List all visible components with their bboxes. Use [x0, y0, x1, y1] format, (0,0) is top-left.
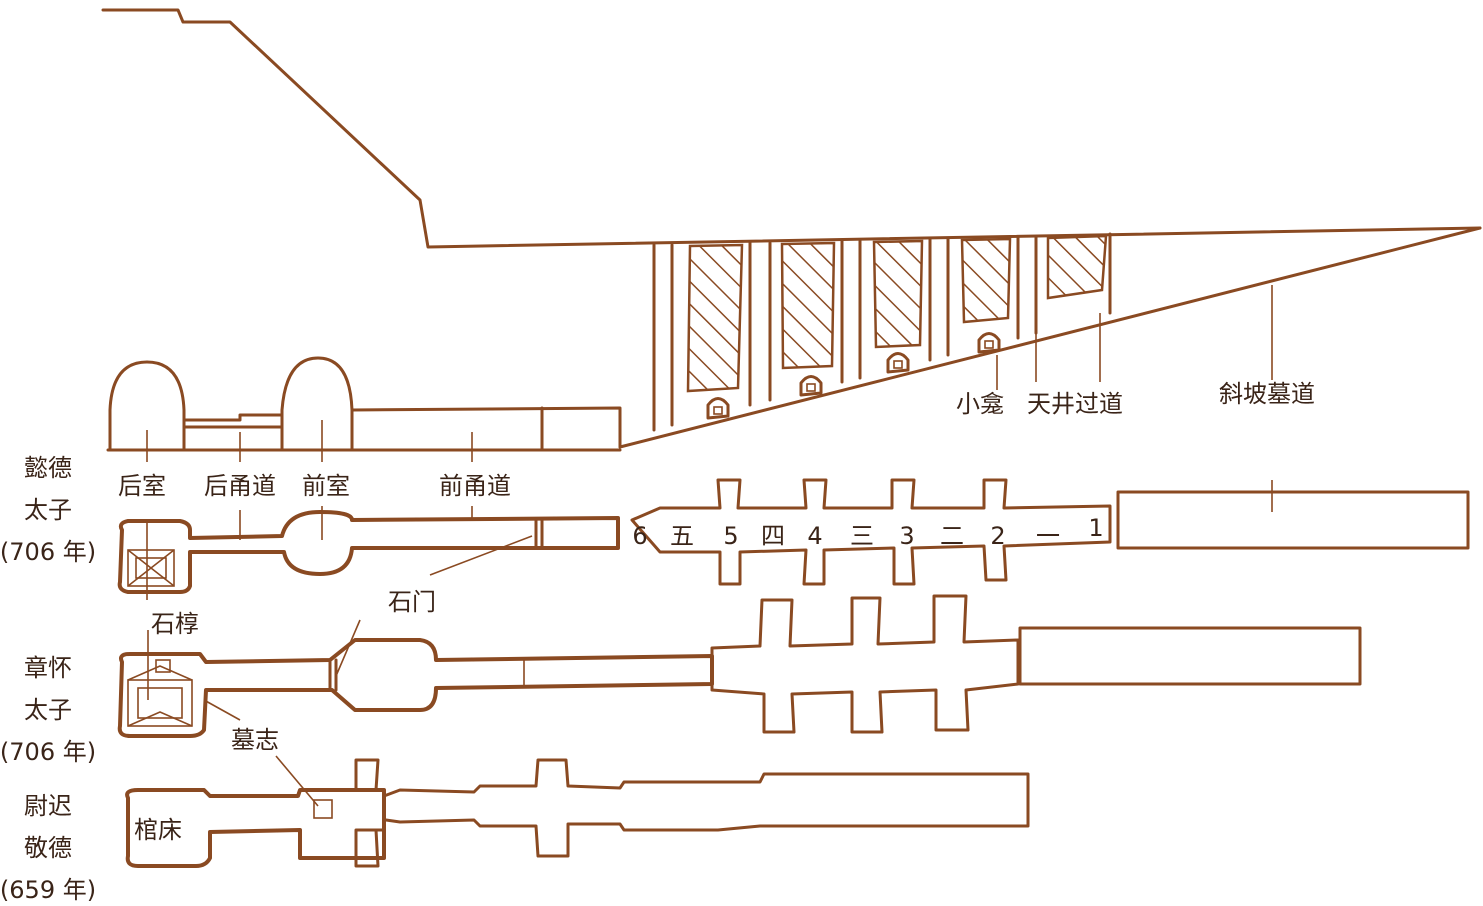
passage-numeral-3: 三: [850, 522, 874, 550]
shaft-passage-label: 天井过道: [1027, 390, 1123, 418]
plan3-passages: [354, 758, 386, 868]
rear-corridor-label: 后甬道: [204, 472, 276, 500]
plan-yide: [117, 478, 1470, 600]
epitaph-2: [155, 659, 171, 673]
section-view: 小龛 天井过道 斜坡墓道: [101, 8, 1482, 462]
floor-slope: [618, 226, 1482, 449]
front-corridor-label: 前甬道: [439, 472, 511, 500]
tomb-1-name-line1: 懿德: [24, 454, 72, 482]
niche-icons: [706, 332, 1001, 420]
tomb-3-name-line2: 敬德: [24, 834, 72, 862]
stone-door-label: 石门: [388, 588, 436, 616]
shaft-number-6: 6: [632, 522, 647, 550]
tomb-2-year: (706 年): [0, 738, 96, 766]
plan1-numbers: 6 五 5 四 4 三 3 二 2 一 1: [632, 514, 1103, 550]
shaft-number-5: 5: [723, 522, 738, 550]
sarcophagus-2: [127, 679, 193, 727]
plan-yuchi: [125, 699, 1030, 868]
tomb-names: 懿德 太子 (706 年) 章怀 太子 (706 年) 尉迟 敬德 (659 年…: [0, 454, 96, 904]
epitaph-3: [313, 799, 333, 819]
coffin-bed-label: 棺床: [134, 816, 182, 844]
passage-numeral-5: 五: [670, 522, 694, 550]
plan2-ramp: [1018, 626, 1362, 686]
sarcophagus-1: [127, 549, 175, 587]
tomb-2-name-line2: 太子: [24, 696, 72, 724]
tomb-1-name-line2: 太子: [24, 496, 72, 524]
niche-label: 小龛: [956, 390, 1004, 418]
section-leaders: [146, 285, 1273, 462]
passage-numeral-1: 一: [1036, 522, 1060, 550]
plan-zhanghuai: [117, 594, 1362, 738]
plan2-passages: [710, 594, 1020, 734]
shaft-number-3: 3: [899, 522, 914, 550]
plan2-outline: [117, 638, 714, 738]
shaft-walls: [652, 232, 1112, 432]
shaft-fills: [686, 234, 1108, 393]
front-corridor-section: [350, 406, 622, 449]
front-chamber-section: [280, 356, 354, 452]
epitaph-label: 墓志: [231, 726, 279, 754]
rear-chamber-label: 后室: [118, 472, 166, 500]
plan3-corridor: [382, 758, 1030, 858]
plan3-outline: [125, 788, 386, 868]
plan1-passages: [630, 478, 1112, 586]
shaft-number-4: 4: [807, 522, 822, 550]
passage-numeral-4: 四: [761, 522, 785, 550]
shaft-number-1: 1: [1088, 514, 1103, 542]
shaft-number-2: 2: [990, 522, 1005, 550]
tomb-1-year: (706 年): [0, 538, 96, 566]
plan-labels: 石门 石椁 墓志 棺床: [134, 588, 436, 844]
tomb-3-year: (659 年): [0, 876, 96, 904]
chamber-labels: 后室 后甬道 前室 前甬道: [118, 472, 511, 500]
plan1-outline: [117, 510, 620, 594]
passage-numeral-2: 二: [940, 522, 964, 550]
tomb-2-name-line1: 章怀: [24, 654, 72, 682]
tomb-3-name-line1: 尉迟: [24, 792, 72, 820]
ramp-label: 斜坡墓道: [1219, 380, 1315, 408]
rear-chamber-section: [108, 360, 186, 452]
stone-sarcophagus-label: 石椁: [151, 610, 199, 638]
rear-corridor-section: [182, 413, 284, 422]
plan1-ramp: [1116, 490, 1470, 550]
ground-line: [101, 8, 1482, 249]
front-chamber-label: 前室: [302, 472, 350, 500]
